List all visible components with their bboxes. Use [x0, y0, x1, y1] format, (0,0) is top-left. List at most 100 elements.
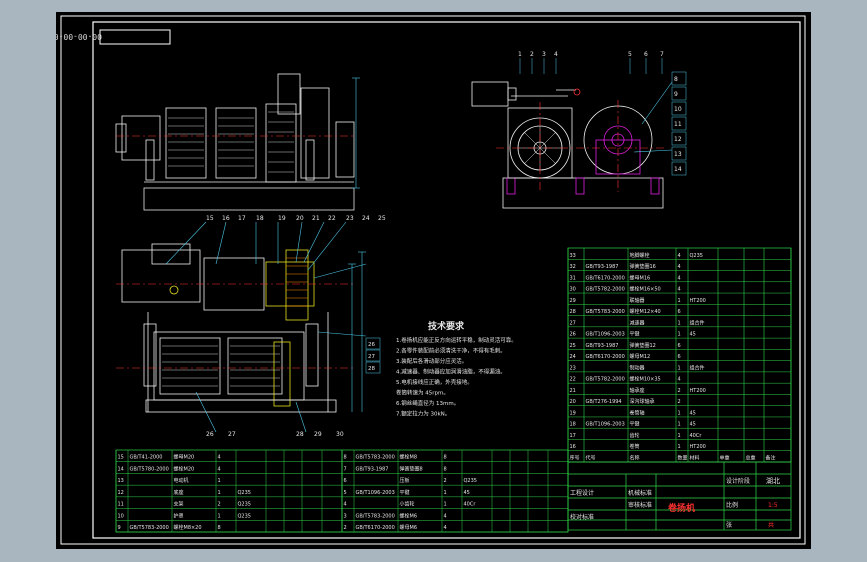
bom-right-cell: 4: [678, 275, 681, 281]
bom-right-cell: 平键: [630, 421, 640, 428]
bom-right-cell: 17: [570, 433, 576, 439]
bom-right-cell: 4: [678, 264, 681, 270]
bom-bottom-cell: 4: [218, 466, 221, 472]
notes-line: 3.装配后各滑动部分应灵活。: [396, 357, 467, 365]
title-block-grid: [567, 461, 792, 531]
bom-right-cell: HT200: [690, 444, 706, 450]
callout-bottom-27: 27: [228, 431, 236, 438]
bom-bottom-cell: 8: [444, 455, 447, 461]
callout-plan-21: 21: [312, 215, 320, 222]
bom-right-cell: 18: [570, 422, 576, 428]
bom-bottom-cell: 弹簧垫圈8: [400, 465, 423, 472]
bom-right-cell: GB/T6170-2000: [586, 354, 625, 360]
bom-right-cell: 1: [678, 365, 681, 371]
callout-side-box: [671, 101, 687, 116]
bom-right-cell: 螺栓M16×50: [630, 286, 661, 293]
callout-bottom-26: 26: [206, 431, 214, 438]
bom-bottom-cell: 4: [444, 525, 447, 531]
bom-bottom-cell: GB/T5783-2000: [356, 455, 395, 461]
bom-bottom-cell: 平键: [400, 489, 410, 496]
bom-right-cell: 26: [570, 332, 576, 338]
bom-right-header: 单重: [720, 455, 730, 462]
bom-bottom-cell: 45: [464, 490, 470, 496]
notes-line: 7.额定拉力为 30kN。: [396, 410, 450, 418]
bom-bottom-cell: 15: [118, 455, 124, 461]
bom-right-cell: 2: [678, 399, 681, 405]
callout-bottom-30: 30: [336, 431, 344, 438]
title-block-row3: 审核标准: [628, 501, 652, 509]
bom-right-cell: 20: [570, 399, 576, 405]
callout-plan-side-27: 27: [368, 354, 375, 360]
bom-bottom-cell: 1: [218, 478, 221, 484]
callout-plan-side-box: [365, 349, 381, 362]
bom-bottom-cell: 螺栓M20: [174, 465, 195, 472]
bom-right-cell: Q235: [690, 253, 703, 259]
bom-bottom-cell: GB/T5783-2000: [356, 513, 395, 519]
title-block-row2: 机械标准: [628, 489, 652, 497]
drawing-code: 00-00-00-0011JS: [56, 32, 102, 41]
bom-right-cell: HT200: [690, 388, 706, 394]
bom-right-cell: 16: [570, 444, 576, 450]
bom-right-header: 名称: [630, 455, 640, 462]
callout-top-4: 4: [554, 51, 558, 58]
bom-right-cell: 32: [570, 264, 576, 270]
callout-side-box: [671, 86, 687, 101]
bom-bottom-cell: 护罩: [174, 512, 184, 519]
callout-plan-side-28: 28: [368, 366, 375, 372]
product-name: 卷扬机: [667, 502, 695, 514]
inner-frame: [92, 21, 801, 539]
notes-line: 6.钢丝绳直径为 13mm。: [396, 399, 459, 407]
bom-right-cell: 33: [570, 253, 576, 259]
bom-bottom-cell: 螺栓M8×20: [174, 524, 202, 531]
bom-bottom-cell: 2: [344, 525, 347, 531]
callout-plan-20: 20: [296, 215, 304, 222]
callout-plan-side-26: 26: [368, 342, 375, 348]
bom-right-cell: GB/T5783-2000: [586, 309, 625, 315]
bom-bottom-cell: Q235: [238, 490, 251, 496]
bom-right-cell: 4: [678, 287, 681, 293]
bom-bottom-cell: 12: [118, 490, 124, 496]
sheet-border: [60, 15, 806, 545]
bom-right-header: 总重: [746, 455, 756, 462]
bom-right-cell: 6: [678, 343, 681, 349]
bom-right-cell: GB/T276-1994: [586, 399, 622, 405]
callout-side-box: [671, 161, 687, 176]
bom-bottom-cell: GB/T5783-2000: [130, 525, 169, 531]
bom-bottom-cell: Q235: [238, 502, 251, 508]
bom-right-cell: 组合件: [690, 364, 705, 371]
bom-right-cell: 螺栓M10×35: [630, 376, 661, 383]
callout-side-9: 9: [674, 91, 678, 98]
title-block-row4: 校对标准: [570, 513, 594, 521]
bom-right-cell: 19: [570, 410, 576, 416]
bom-bottom-cell: 压板: [400, 477, 410, 484]
bom-bottom-cell: GB/T1096-2003: [356, 490, 395, 496]
notes-line: 4.减速器、制动器应加润滑油脂，不得漏油。: [396, 368, 506, 376]
bom-bottom-cell: 小齿轮: [400, 501, 415, 508]
bom-right-cell: 螺母M12: [630, 353, 651, 360]
bom-right-cell: GB/T6170-2000: [586, 275, 625, 281]
callout-side-box: [671, 146, 687, 161]
bom-bottom-cell: 4: [218, 455, 221, 461]
bom-bottom-cell: Q235: [238, 513, 251, 519]
plan-view: [116, 221, 367, 433]
sheet-value: 共: [768, 521, 774, 529]
bom-right-header: 序号: [570, 455, 580, 462]
bom-right-cell: 45: [690, 332, 696, 338]
bom-right-cell: GB/T93-1987: [586, 343, 619, 349]
bom-bottom-cell: 1: [444, 490, 447, 496]
cad-viewport[interactable]: 00-00-00-0011JS: [56, 12, 811, 549]
bom-bottom-cell: 螺栓M8: [400, 454, 418, 461]
bom-bottom-cell: 4: [344, 502, 347, 508]
callout-plan-23: 23: [346, 215, 354, 222]
bom-right-cell: 齿轮: [630, 432, 640, 439]
sheet-label: 张: [726, 521, 732, 529]
bom-right-cell: 4: [678, 377, 681, 383]
bom-bottom-cell: 1: [218, 490, 221, 496]
bom-right-cell: 30: [570, 287, 576, 293]
bom-bottom-cell: 电动机: [174, 477, 189, 484]
bom-right-cell: 卷筒轴: [630, 409, 645, 416]
bom-bottom-cell: 1: [444, 502, 447, 508]
callout-top-7: 7: [660, 51, 664, 58]
